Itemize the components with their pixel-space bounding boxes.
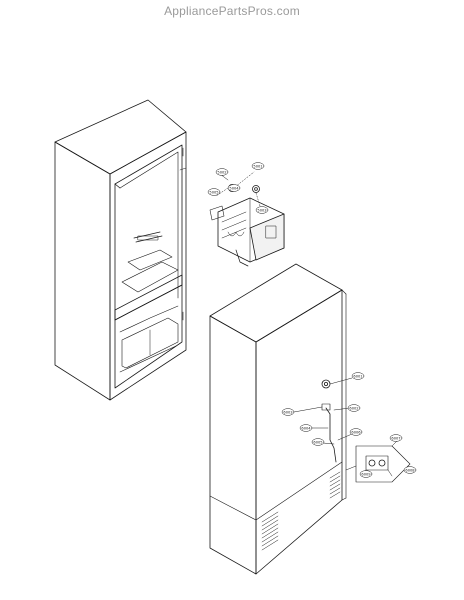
ice-maker-grommet — [252, 185, 260, 193]
callout-c6: 6001 — [351, 372, 365, 380]
callout-label: 6009 — [361, 472, 371, 476]
callout-bubble — [215, 168, 229, 176]
callout-c11: 6006 — [349, 428, 363, 436]
callout-bubble — [389, 434, 403, 442]
callout-label: 6007 — [391, 436, 400, 440]
callout-c5: 5004 — [227, 184, 241, 192]
callout-label: 6004 — [301, 426, 311, 430]
callout-bubble — [255, 206, 269, 214]
callout-label: 5001 — [253, 164, 262, 168]
refrigerator-rear-cabinet — [209, 263, 353, 575]
cabinet-top — [54, 99, 187, 175]
callout-bubble — [299, 424, 313, 432]
callout-c7: 6002 — [347, 404, 361, 412]
water-valve-inset — [345, 439, 411, 483]
rear-cabinet-back — [255, 289, 343, 575]
callout-c3: 5002 — [215, 168, 229, 176]
callout-bubble — [403, 466, 417, 474]
callout-label: 5002 — [217, 170, 226, 174]
cabinet-side — [109, 131, 187, 401]
rear-vent-grille — [329, 471, 341, 499]
callout-bubble — [311, 438, 325, 446]
ice-maker-assembly — [209, 171, 285, 267]
callout-label: 5004 — [229, 186, 239, 190]
callout-bubble — [251, 162, 265, 170]
callout-label: 6002 — [349, 406, 358, 410]
callout-bubble — [349, 428, 363, 436]
callout-c2: 5005 — [207, 188, 221, 196]
callout-group: 5001 5005 5002 5003 5004 6001 6002 6003 6004 6005… — [207, 162, 417, 478]
callout-label: 6003 — [283, 410, 292, 414]
callout-bubble — [281, 408, 295, 416]
callout-bubble — [227, 184, 241, 192]
side-vent-grille — [261, 511, 279, 551]
callout-label: 5003 — [257, 208, 266, 212]
callout-label: 6001 — [353, 374, 362, 378]
callout-bubble — [207, 188, 221, 196]
callout-bubble — [347, 404, 361, 412]
callout-c14: 6009 — [359, 470, 373, 478]
water-inlet-fitting — [321, 379, 331, 389]
callout-c1: 5001 — [251, 162, 265, 170]
callout-bubble — [351, 372, 365, 380]
callout-c12: 6007 — [389, 434, 403, 442]
watermark-text: AppliancePartsPros.com — [164, 4, 300, 18]
callout-c8: 6003 — [281, 408, 295, 416]
refrigerator-cabinet — [54, 99, 187, 401]
callout-bubble — [359, 470, 373, 478]
callout-c4: 5003 — [255, 206, 269, 214]
callout-label: 6008 — [405, 468, 415, 472]
callout-label: 6005 — [313, 440, 322, 444]
callout-label: 6006 — [351, 430, 361, 434]
divider-mullion — [114, 274, 183, 321]
callout-c10: 6005 — [311, 438, 325, 446]
callout-c13: 6008 — [403, 466, 417, 474]
callout-c9: 6004 — [299, 424, 313, 432]
rear-cabinet-side — [209, 315, 257, 575]
water-tube — [325, 407, 337, 463]
callout-label: 5005 — [209, 190, 218, 194]
cabinet-front-face — [54, 141, 111, 401]
